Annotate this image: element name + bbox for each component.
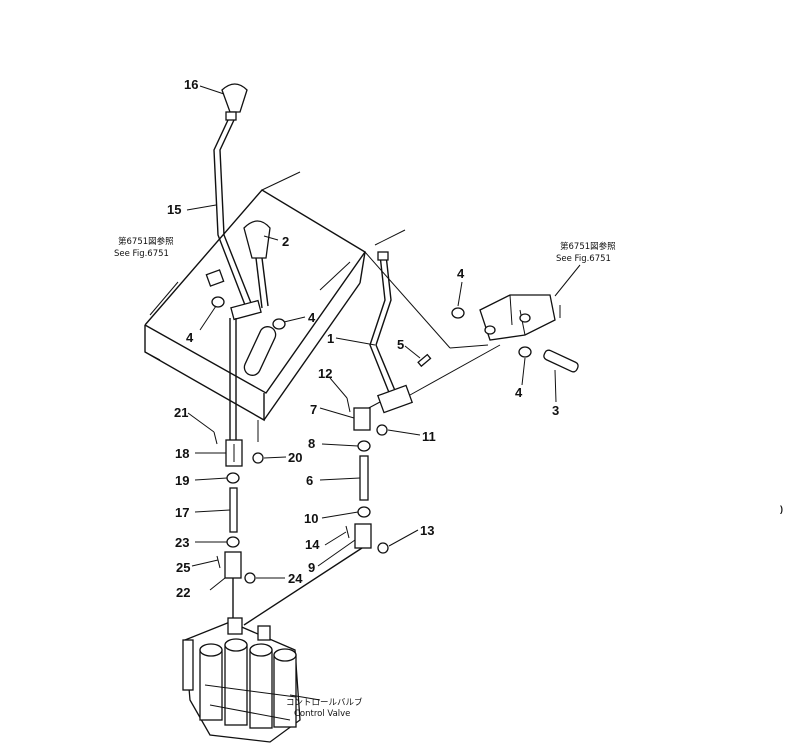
callout-6: 6 xyxy=(306,473,313,488)
bushing-4b xyxy=(518,346,532,358)
callout-12: 12 xyxy=(318,366,332,381)
note-right-en: See Fig.6751 xyxy=(556,254,611,264)
pin-3 xyxy=(543,349,579,373)
pin-5 xyxy=(417,353,432,368)
control-box xyxy=(144,171,406,442)
callout-20: 20 xyxy=(288,450,302,465)
note-right-jp: 第6751図参照 xyxy=(560,241,616,252)
callout-4b: 4 xyxy=(308,310,316,325)
callout-4a: 4 xyxy=(186,330,194,345)
note-valve-jp: コントロールバルブ xyxy=(286,697,363,708)
callout-10: 10 xyxy=(304,511,318,526)
callout-25: 25 xyxy=(176,560,190,575)
middle-linkage xyxy=(243,397,389,626)
callout-13: 13 xyxy=(420,523,434,538)
nut-8 xyxy=(357,440,371,452)
callout-3: 3 xyxy=(552,403,559,418)
lever-2 xyxy=(243,220,271,309)
nut-10 xyxy=(357,506,371,518)
clevis-top xyxy=(376,384,414,414)
callout-11: 11 xyxy=(422,429,436,444)
nut-23 xyxy=(226,536,240,548)
rod-17 xyxy=(229,487,238,533)
bushing-4a xyxy=(451,307,465,319)
pin-13 xyxy=(377,542,389,554)
callout-19: 19 xyxy=(175,473,189,488)
callout-18: 18 xyxy=(175,446,189,461)
note-valve-en: Control Valve xyxy=(294,709,350,719)
note-left-en: See Fig.6751 xyxy=(114,249,169,259)
callout-numbers: 1 2 3 4 4 4 4 5 6 7 8 9 10 11 12 13 14 1… xyxy=(167,77,559,600)
callout-4d: 4 xyxy=(515,385,523,400)
callout-21: 21 xyxy=(174,405,188,420)
leader-lines xyxy=(149,85,581,701)
nut-19 xyxy=(226,472,240,484)
callout-23: 23 xyxy=(175,535,189,550)
clevis-7 xyxy=(353,407,371,431)
reference-notes: 第6751図参照 See Fig.6751 第6751図参照 See Fig.6… xyxy=(114,236,616,719)
callout-15: 15 xyxy=(167,202,181,217)
note-left-jp: 第6751図参照 xyxy=(118,236,174,247)
rod-6 xyxy=(359,455,369,501)
pivot-assembly xyxy=(205,269,286,330)
clevis-9 xyxy=(354,523,372,549)
callout-17: 17 xyxy=(175,505,189,520)
callout-7: 7 xyxy=(310,402,317,417)
left-linkage xyxy=(213,431,264,625)
main-lever xyxy=(213,83,252,306)
callout-2: 2 xyxy=(282,234,289,249)
right-linkage xyxy=(364,251,579,414)
callout-24: 24 xyxy=(288,571,303,586)
knob-16 xyxy=(221,83,248,113)
callout-1: 1 xyxy=(327,331,334,346)
stray-mark: ) xyxy=(780,504,783,514)
pin-11 xyxy=(376,424,388,436)
clevis-22 xyxy=(224,551,242,579)
callout-16: 16 xyxy=(184,77,198,92)
knob-2 xyxy=(243,220,271,259)
callout-4c: 4 xyxy=(457,266,465,281)
control-valve xyxy=(182,617,301,743)
callout-22: 22 xyxy=(176,585,190,600)
callout-14: 14 xyxy=(305,537,320,552)
callout-5: 5 xyxy=(397,337,404,352)
callout-8: 8 xyxy=(308,436,315,451)
callout-9: 9 xyxy=(308,560,315,575)
